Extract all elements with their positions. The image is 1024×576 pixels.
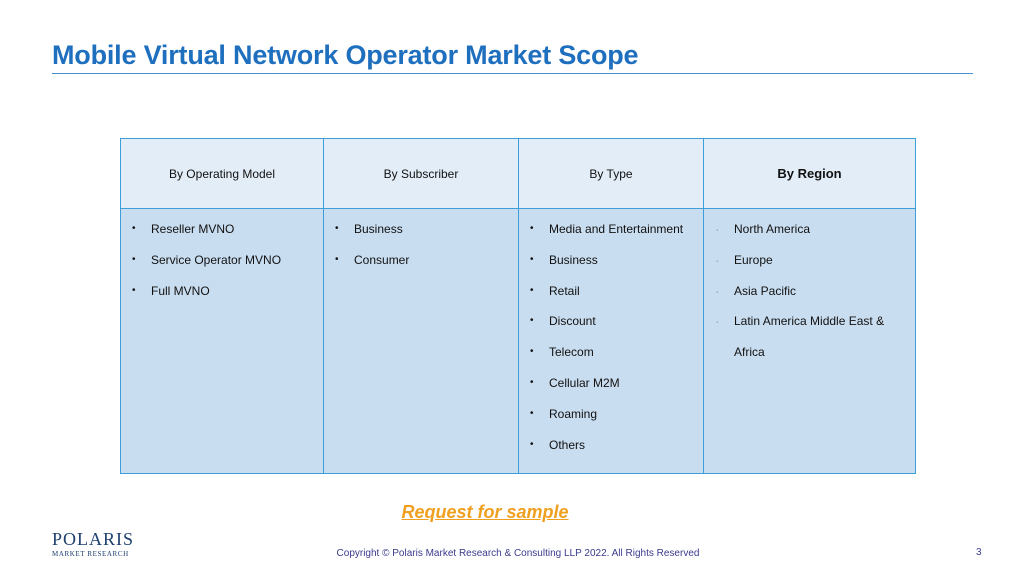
cell-region: ·North America ·Europe ·Asia Pacific ·La…: [703, 208, 916, 474]
list-item: ·Asia Pacific: [716, 283, 797, 298]
bullet-icon: ·: [716, 319, 719, 327]
list-item: ·Europe: [716, 252, 773, 267]
bullet-icon: •: [335, 223, 339, 234]
header-type: By Type: [518, 138, 704, 209]
bullet-icon: •: [132, 223, 136, 234]
market-scope-table: By Operating Model By Subscriber By Type…: [120, 138, 916, 474]
table-header-row: By Operating Model By Subscriber By Type…: [120, 138, 916, 209]
list-item: •Media and Entertainment: [530, 222, 684, 236]
bullet-icon: •: [335, 253, 339, 265]
slide-title: Mobile Virtual Network Operator Market S…: [52, 40, 639, 70]
list-item: ·Latin America Middle East &: [716, 314, 885, 329]
bullet-icon: •: [530, 376, 534, 388]
cell-subscriber: •Business •Consumer: [323, 208, 519, 474]
bullet-icon: •: [530, 284, 534, 296]
page-number: 3: [976, 547, 982, 558]
bullet-icon: •: [132, 284, 136, 296]
table-body-row: •Reseller MVNO •Service Operator MVNO •F…: [120, 208, 916, 474]
logo-wordmark: POLARIS: [52, 529, 135, 549]
bullet-icon: •: [530, 253, 534, 265]
bullet-icon: ·: [716, 227, 719, 234]
list-item: •Roaming: [530, 406, 598, 421]
bullet-icon: •: [530, 438, 534, 450]
list-item: ·North America: [716, 222, 811, 236]
cell-operating-model: •Reseller MVNO •Service Operator MVNO •F…: [120, 208, 324, 474]
logo-tagline: MARKET RESEARCH: [52, 550, 129, 558]
list-item: •Cellular M2M: [530, 375, 620, 390]
bullet-icon: •: [530, 407, 534, 419]
list-item: •Reseller MVNO: [132, 222, 235, 236]
title-divider: [52, 73, 973, 74]
header-region: By Region: [703, 138, 916, 209]
bullet-icon: •: [530, 223, 534, 234]
list-item: •Business: [530, 252, 598, 267]
copyright-text: Copyright © Polaris Market Research & Co…: [336, 548, 700, 559]
list-item: •Retail: [530, 283, 580, 298]
bullet-icon: •: [132, 253, 136, 265]
list-item: •Others: [530, 437, 586, 452]
header-subscriber: By Subscriber: [323, 138, 519, 209]
request-sample-link[interactable]: Request for sample: [401, 502, 569, 522]
list-item: •Business: [335, 222, 403, 236]
cell-type: •Media and Entertainment •Business •Reta…: [518, 208, 704, 474]
list-item: Africa: [734, 345, 765, 360]
list-item: •Discount: [530, 314, 596, 329]
list-item: •Full MVNO: [132, 283, 210, 298]
bullet-icon: ·: [716, 257, 719, 265]
polaris-logo: POLARIS MARKET RESEARCH: [52, 529, 135, 558]
header-operating-model: By Operating Model: [120, 138, 324, 209]
list-item: •Service Operator MVNO: [132, 252, 282, 267]
list-item: •Consumer: [335, 252, 410, 267]
bullet-icon: ·: [716, 288, 719, 296]
bullet-icon: •: [530, 315, 534, 327]
list-item: •Telecom: [530, 345, 594, 360]
bullet-icon: •: [530, 346, 534, 358]
